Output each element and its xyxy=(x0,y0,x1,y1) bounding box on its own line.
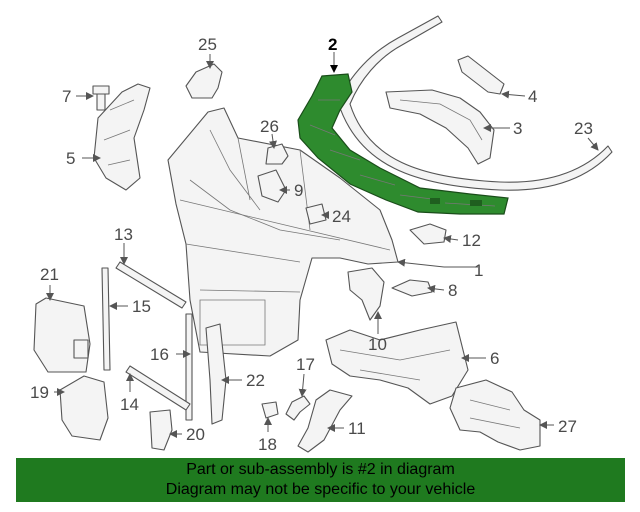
part-13-strip xyxy=(115,261,187,309)
part-7-bolt xyxy=(92,85,110,111)
callout-3: 3 xyxy=(513,119,522,138)
part-5-side-panel xyxy=(93,83,151,191)
callout-20: 20 xyxy=(186,425,205,444)
callout-8: 8 xyxy=(448,281,457,300)
callout-2: 2 xyxy=(328,35,337,54)
part-9-bracket xyxy=(257,169,287,203)
part-23-seal-strip xyxy=(337,15,613,191)
part-18-clip xyxy=(261,401,279,419)
part-2-upper-support xyxy=(297,73,509,215)
callout-22: 22 xyxy=(246,371,265,390)
part-16-strip xyxy=(185,313,193,421)
part-3-bracket xyxy=(385,89,495,165)
part-22-post xyxy=(205,323,227,425)
part-4-bracket xyxy=(457,55,505,95)
callout-9: 9 xyxy=(294,181,303,200)
leader-lines xyxy=(46,52,599,438)
part-6-lower-rail xyxy=(325,321,469,405)
callout-27: 27 xyxy=(558,417,577,436)
part-1-radiator-support xyxy=(167,107,399,357)
part-24-clip xyxy=(305,203,327,225)
callout-4: 4 xyxy=(528,87,537,106)
callout-16: 16 xyxy=(150,345,169,364)
callout-labels: 1 2 3 4 5 6 7 8 9 10 11 12 13 14 15 16 1… xyxy=(30,35,593,454)
part-10-bracket xyxy=(347,267,385,321)
part-17-hose xyxy=(285,395,311,421)
part-26-clip xyxy=(265,143,289,165)
part-14-strip xyxy=(125,365,191,411)
callout-10: 10 xyxy=(368,335,387,354)
banner-line-2: Diagram may not be specific to your vehi… xyxy=(165,481,476,498)
callout-12: 12 xyxy=(462,231,481,250)
banner-line-1: Part or sub-assembly is #2 in diagram xyxy=(186,461,455,478)
callout-13: 13 xyxy=(114,225,133,244)
callout-15: 15 xyxy=(132,297,151,316)
part-27-lower-bracket xyxy=(449,379,541,451)
part-25-bracket xyxy=(185,63,223,99)
callout-5: 5 xyxy=(66,149,75,168)
callout-24: 24 xyxy=(332,207,351,226)
callout-25: 25 xyxy=(198,35,217,54)
callout-19: 19 xyxy=(30,383,49,402)
callout-7: 7 xyxy=(62,87,71,106)
callout-23: 23 xyxy=(574,119,593,138)
part-8-bracket xyxy=(391,279,433,297)
callout-11: 11 xyxy=(348,419,366,438)
highlighted-part-shape xyxy=(297,73,509,215)
callout-26: 26 xyxy=(260,117,279,136)
callout-14: 14 xyxy=(120,395,139,414)
part-11-bracket xyxy=(297,389,353,453)
callout-17: 17 xyxy=(296,355,315,374)
callout-1: 1 xyxy=(474,261,483,280)
info-banner: Part or sub-assembly is #2 in diagram Di… xyxy=(16,458,625,502)
part-21-module xyxy=(33,297,91,373)
callout-21: 21 xyxy=(40,265,59,284)
callout-6: 6 xyxy=(490,349,499,368)
callout-18: 18 xyxy=(258,435,277,454)
part-15-strip xyxy=(101,267,111,371)
part-19-bracket xyxy=(59,375,109,441)
part-20-bracket xyxy=(149,409,173,451)
part-12-bracket xyxy=(409,223,447,245)
